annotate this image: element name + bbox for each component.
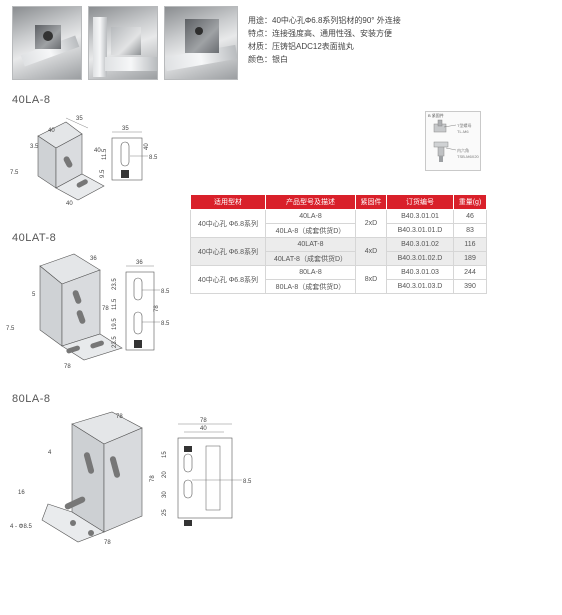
cell-weight: 189 — [453, 251, 487, 266]
cell-fastener: 4xD — [355, 237, 387, 266]
dim-f2-e: 7.5 — [6, 326, 15, 332]
fastener-drawing — [433, 119, 457, 162]
dim-f1-h: 11.5 — [102, 148, 108, 160]
dim-f3-f: 16 — [18, 490, 25, 496]
cell-weight: 46 — [453, 209, 487, 224]
header-model: 产品型号及描述 — [265, 194, 356, 210]
drawing-40lat8: 36 5 7.5 78 78 36 8.5 8.5 23.5 11.5 19.5… — [6, 253, 170, 370]
cell-code: B40.3.01.02 — [386, 237, 454, 252]
table-row: 40LAT-8（成套供货D） B40.3.01.02.D 189 — [191, 251, 487, 266]
cell-code: B40.3.01.03.D — [386, 279, 454, 294]
dim-f1-k: 40 — [48, 128, 55, 134]
cell-profile: 40中心孔 Φ6.8系列 — [190, 237, 266, 266]
dim-f2-a: 36 — [90, 256, 97, 262]
header-weight: 重量(g) — [453, 194, 487, 210]
cell-model: 80LA-8 — [265, 265, 356, 280]
drawing-40la8: 35 3.5 7.5 40 40 35 8.5 11.5 9.5 40 40 — [10, 116, 158, 207]
usage-text: 用途：40中心孔Φ6.8系列铝材的90° 外连接 — [248, 16, 401, 25]
dim-f3-m: 78 — [104, 540, 111, 546]
cell-model: 40LA-8 — [265, 209, 356, 224]
header-code: 订货编号 — [386, 194, 454, 210]
material-text: 材质：压铸铝ADC12表面抛丸 — [248, 42, 354, 51]
cell-code: B40.3.01.01.D — [386, 223, 454, 238]
table-row: 40中心孔 Φ6.8系列 40LA-8 2xD B40.3.01.01 46 — [190, 209, 487, 238]
dim-f1-d: 40 — [66, 201, 73, 207]
cell-model: 80LA-8（成套供货D） — [265, 279, 356, 294]
dim-f1-i: 9.5 — [100, 169, 106, 178]
dim-f1-b: 35 — [122, 126, 129, 132]
dim-f3-g: 8.5 — [243, 479, 252, 485]
cell-code: B40.3.01.01 — [386, 209, 454, 224]
dim-f1-f: 7.5 — [10, 170, 19, 176]
dim-f1-c: 40 — [94, 148, 101, 154]
table-row: 40中心孔 Φ6.8系列 40LAT-8 4xD B40.3.01.02 116 — [190, 237, 487, 266]
dim-f3-d: 78 — [150, 475, 156, 482]
dim-f2-f: 5 — [32, 292, 36, 298]
drawing-80la8: 78 4 16 4 - Φ8.5 78 78 40 8.5 15 20 30 2… — [10, 411, 252, 546]
legend-item-screw: 内六角 TSB-M6X20 — [457, 148, 479, 159]
cell-profile: 40中心孔 Φ6.8系列 — [190, 265, 266, 294]
dim-f3-c: 40 — [200, 426, 207, 432]
dim-f2-l: 23.5 — [112, 336, 118, 348]
dim-f2-j: 11.5 — [112, 298, 118, 310]
dim-f3-h: 15 — [162, 451, 168, 458]
table-row: 40中心孔 Φ6.8系列 80LA-8 8xD B40.3.01.03 244 — [190, 265, 487, 294]
dim-f3-i: 20 — [162, 471, 168, 478]
cell-weight: 390 — [453, 279, 487, 294]
dim-f1-e: 3.5 — [30, 144, 39, 150]
cell-weight: 83 — [453, 223, 487, 238]
dim-f2-h: 8.5 — [161, 321, 170, 327]
table-row: 80LA-8（成套供货D） B40.3.01.03.D 390 — [191, 279, 487, 294]
dim-f3-l: 4 - Φ8.5 — [10, 524, 32, 530]
dim-f2-g: 8.5 — [161, 289, 170, 295]
dim-f3-j: 30 — [162, 491, 168, 498]
dim-f3-b: 78 — [200, 418, 207, 424]
cell-weight: 116 — [453, 237, 487, 252]
section-title-40lat8: 40LAT-8 — [12, 232, 57, 244]
section-title-40la8: 40LA-8 — [12, 94, 51, 106]
cell-model: 40LAT-8 — [265, 237, 356, 252]
product-description: 用途：40中心孔Φ6.8系列铝材的90° 外连接 特点：连接强度高、通用性强、安… — [248, 14, 401, 66]
dim-f1-g: 8.5 — [149, 155, 158, 161]
table-row: 40LA-8（成套供货D） B40.3.01.01.D 83 — [191, 223, 487, 238]
product-photo-2 — [88, 6, 158, 80]
dim-f1-j: 40 — [144, 143, 150, 150]
dim-f2-c: 78 — [102, 306, 109, 312]
feature-text: 特点：连接强度高、通用性强、安装方便 — [248, 29, 392, 38]
dim-f2-i: 23.5 — [112, 278, 118, 290]
cell-model: 40LA-8（成套供货D） — [265, 223, 356, 238]
dim-f2-d: 78 — [154, 305, 160, 312]
table-header-row: 适用型材 产品型号及描述 紧固件 订货编号 重量(g) — [190, 194, 487, 210]
cell-code: B40.3.01.03 — [386, 265, 454, 280]
spec-table: 适用型材 产品型号及描述 紧固件 订货编号 重量(g) 40中心孔 Φ6.8系列… — [190, 194, 487, 294]
product-photo-1 — [12, 6, 82, 80]
cell-profile: 40中心孔 Φ6.8系列 — [190, 209, 266, 238]
cell-fastener: 2xD — [355, 209, 387, 238]
dim-f1-a: 35 — [76, 116, 83, 122]
fastener-legend: B 紧固件 T型螺母 TL-M6 内六角 TSB-M6X20 — [425, 111, 481, 171]
cell-code: B40.3.01.02.D — [386, 251, 454, 266]
cell-model: 40LAT-8（成套供货D） — [265, 251, 356, 266]
dim-f2-k: 19.5 — [112, 318, 118, 330]
header-fastener: 紧固件 — [355, 194, 387, 210]
dim-f3-a: 78 — [116, 414, 123, 420]
section-title-80la8: 80LA-8 — [12, 393, 51, 405]
cell-fastener: 8xD — [355, 265, 387, 294]
header-profile: 适用型材 — [190, 194, 266, 210]
dim-f2-m: 78 — [64, 364, 71, 370]
dim-f3-e: 4 — [48, 450, 52, 456]
legend-heading: B 紧固件 — [428, 113, 444, 118]
cell-weight: 244 — [453, 265, 487, 280]
product-photo-3 — [164, 6, 238, 80]
legend-item-tnut: T型螺母 TL-M6 — [457, 123, 472, 134]
dim-f2-b: 36 — [136, 260, 143, 266]
dim-f3-k: 25 — [162, 509, 168, 516]
color-text: 颜色：银白 — [248, 55, 288, 64]
